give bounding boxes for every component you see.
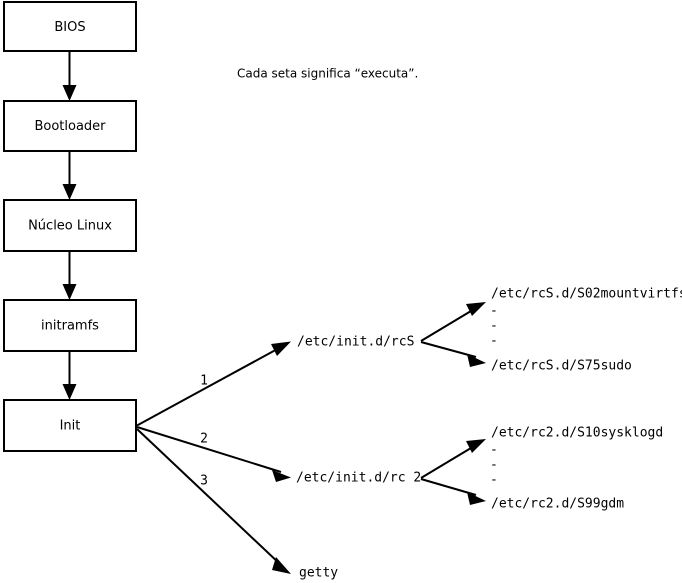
label-init-d-rc2[interactable]: /etc/init.d/rc 2 bbox=[296, 471, 421, 486]
rcs-ellipsis-dash: - bbox=[490, 319, 498, 334]
node-initramfs[interactable]: initramfs bbox=[3, 299, 137, 352]
arrow-bios-to-bootloader bbox=[62, 51, 77, 101]
label-init-d-rcs[interactable]: /etc/init.d/rcS bbox=[297, 335, 414, 350]
arrow-bootloader-to-kernel bbox=[62, 151, 77, 200]
branch-number-3: 3 bbox=[200, 474, 208, 489]
arrow-rc2-to-last-script bbox=[420, 478, 486, 505]
bootloader-box[interactable] bbox=[3, 100, 137, 152]
bios-label: BIOS bbox=[54, 20, 85, 35]
arrow-head-icon bbox=[467, 492, 486, 505]
label-rc2-first-script[interactable]: /etc/rc2.d/S10sysklogd bbox=[491, 426, 663, 441]
label-rcs-last-script[interactable]: /etc/rcS.d/S75sudo bbox=[491, 359, 632, 374]
arrow-rcs-to-first-script bbox=[420, 302, 486, 342]
arrow-init-to-rcs bbox=[136, 341, 291, 427]
rc2-ellipsis-dash: - bbox=[490, 458, 498, 473]
arrow-head-icon bbox=[272, 557, 291, 574]
arrow-rc2-to-first-script bbox=[420, 439, 486, 479]
branch-number-1: 1 bbox=[200, 374, 208, 389]
arrow-head-icon bbox=[62, 284, 77, 300]
arrow-head-icon bbox=[62, 384, 77, 400]
node-kernel[interactable]: Núcleo Linux bbox=[3, 199, 137, 252]
init-box[interactable] bbox=[3, 399, 137, 452]
node-init[interactable]: Init bbox=[3, 399, 137, 452]
label-getty[interactable]: getty bbox=[299, 566, 338, 581]
kernel-box[interactable] bbox=[3, 199, 137, 252]
arrow-initramfs-to-init bbox=[62, 351, 77, 400]
kernel-label: Núcleo Linux bbox=[28, 219, 112, 234]
init-label: Init bbox=[60, 419, 81, 434]
arrow-init-to-getty bbox=[136, 428, 291, 574]
diagram-caption: Cada seta significa “executa”. bbox=[237, 67, 418, 81]
arrow-init-to-rc2 bbox=[136, 426, 291, 482]
arrow-head-icon bbox=[467, 354, 486, 367]
rcs-ellipsis-dash: - bbox=[490, 334, 498, 349]
rcs-ellipsis-dash: - bbox=[490, 304, 498, 319]
arrow-head-icon bbox=[466, 302, 486, 316]
arrow-head-icon bbox=[62, 85, 77, 101]
node-bootloader[interactable]: Bootloader bbox=[3, 100, 137, 152]
arrow-rcs-to-last-script bbox=[420, 341, 486, 367]
node-bios[interactable]: BIOS bbox=[3, 1, 137, 52]
branch-number-2: 2 bbox=[200, 432, 208, 447]
arrow-head-icon bbox=[466, 439, 486, 453]
initramfs-label: initramfs bbox=[41, 319, 99, 334]
label-rcs-first-script[interactable]: /etc/rcS.d/S02mountvirtfs bbox=[491, 287, 682, 302]
label-rc2-last-script[interactable]: /etc/rc2.d/S99gdm bbox=[491, 497, 624, 512]
rc2-ellipsis-dash: - bbox=[490, 443, 498, 458]
arrow-head-icon bbox=[271, 341, 291, 356]
rc2-ellipsis-dash: - bbox=[490, 473, 498, 488]
bootloader-label: Bootloader bbox=[34, 119, 106, 134]
arrow-head-icon bbox=[62, 184, 77, 200]
arrow-head-icon bbox=[272, 470, 291, 482]
arrow-kernel-to-initramfs bbox=[62, 251, 77, 300]
bios-box[interactable] bbox=[3, 1, 137, 52]
